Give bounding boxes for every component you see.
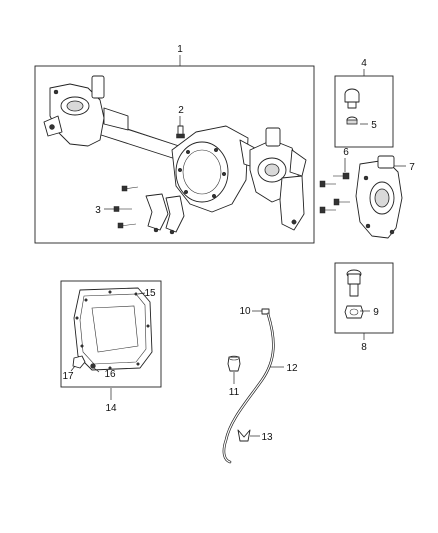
clip-13: [237, 429, 251, 442]
ball-joint-lower-box: [334, 262, 394, 334]
vent-hose: [222, 308, 275, 464]
callout-6: 6: [343, 147, 349, 158]
ball-joint-upper-box: [334, 75, 394, 148]
callout-11: 11: [229, 387, 240, 398]
fill-plug-16: [90, 363, 96, 369]
callout-2: 2: [178, 105, 184, 116]
axle-housing: [43, 75, 307, 231]
callout-4: 4: [361, 58, 367, 69]
steering-knuckle-7: [355, 155, 403, 239]
callout-1: 1: [177, 44, 183, 55]
callout-12: 12: [286, 363, 298, 374]
callout-9: 9: [373, 307, 379, 318]
ball-joint-lower: [344, 269, 364, 319]
bolts-and-brackets-3: [113, 185, 185, 235]
ball-joint-upper: [344, 88, 360, 125]
differential-cover: [73, 287, 153, 371]
callout-17: 17: [62, 371, 74, 382]
cover-kit-box: [60, 280, 162, 388]
callout-14: 14: [105, 403, 117, 414]
callout-13: 13: [261, 432, 273, 443]
callout-7: 7: [409, 162, 415, 173]
callout-8: 8: [361, 342, 367, 353]
leader-lines: [70, 55, 406, 437]
callout-5: 5: [371, 120, 377, 131]
callout-3: 3: [95, 205, 101, 216]
bolts-6: [319, 172, 350, 214]
callout-15: 15: [144, 288, 156, 299]
axle-assembly-box: [34, 65, 315, 244]
callout-10: 10: [239, 306, 251, 317]
bolt-2: [176, 125, 185, 139]
vent-fitting-11: [227, 355, 241, 372]
callout-16: 16: [104, 369, 116, 380]
drain-plug-17: [72, 355, 86, 369]
